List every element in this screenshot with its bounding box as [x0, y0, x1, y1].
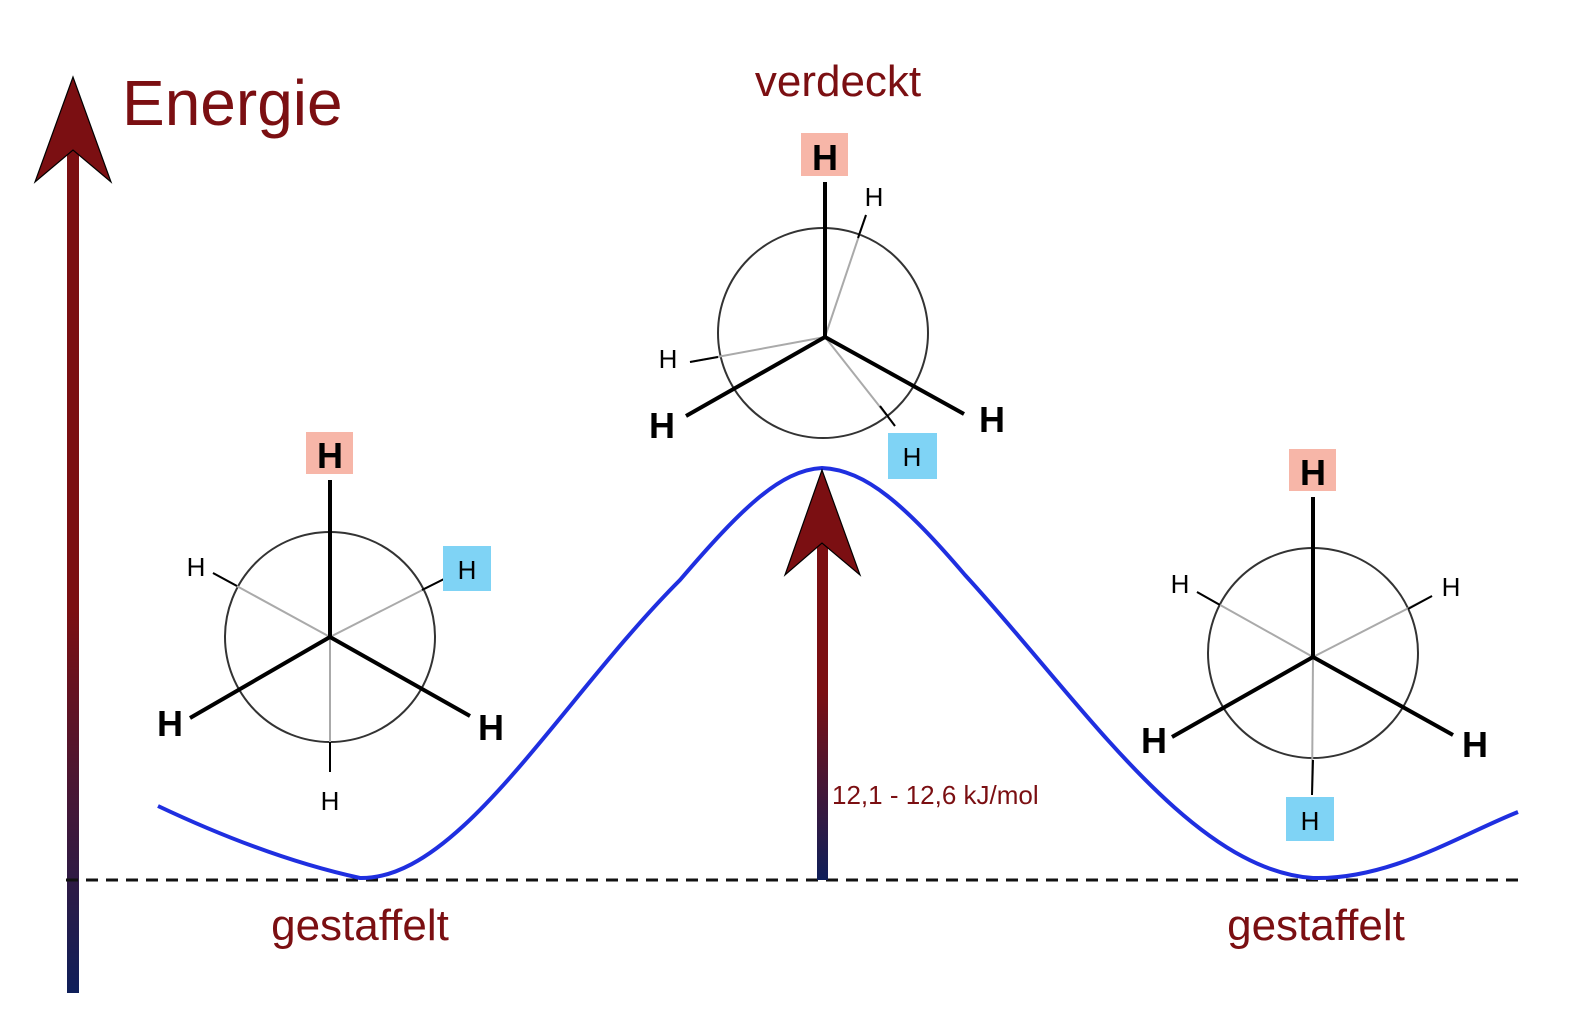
- barrier-arrow: [783, 468, 862, 880]
- hydrogen-atom: H: [1171, 569, 1190, 599]
- back-hydrogen-highlight: [1286, 797, 1334, 841]
- eclipsed-label: verdeckt: [755, 57, 921, 106]
- hydrogen-atom: H: [1141, 720, 1167, 761]
- staggered-label-left: gestaffelt: [271, 901, 449, 950]
- axis-title: Energie: [122, 67, 343, 139]
- front-hydrogen-highlight: [306, 432, 353, 474]
- staggered-label-right: gestaffelt: [1227, 901, 1405, 950]
- hydrogen-atom: H: [187, 552, 206, 582]
- hydrogen-atom: H: [903, 442, 922, 472]
- energy-axis-arrow: [33, 75, 113, 993]
- hydrogen-atom: H: [1301, 806, 1320, 836]
- front-hydrogen-highlight: [1289, 449, 1336, 491]
- hydrogen-atom: H: [317, 435, 343, 476]
- hydrogen-atom: H: [812, 137, 838, 178]
- hydrogen-atom: H: [458, 555, 477, 585]
- hydrogen-atom: H: [659, 344, 678, 374]
- hydrogen-atom: H: [1462, 724, 1488, 765]
- energy-curve: [157, 465, 1519, 881]
- barrier-energy-label: 12,1 - 12,6 kJ/mol: [832, 780, 1039, 810]
- newman-staggered-left: H H H H H H: [157, 432, 504, 816]
- front-hydrogen-highlight: [801, 133, 848, 176]
- hydrogen-atom: H: [865, 182, 884, 212]
- hydrogen-atom: H: [478, 707, 504, 748]
- back-hydrogen-highlight: [888, 433, 937, 479]
- newman-staggered-right: H H H H H H: [1141, 449, 1488, 841]
- hydrogen-atom: H: [157, 703, 183, 744]
- hydrogen-atom: H: [979, 399, 1005, 440]
- hydrogen-atom: H: [1442, 572, 1461, 602]
- hydrogen-atom: H: [649, 405, 675, 446]
- newman-eclipsed-top: H H H H H H: [649, 133, 1005, 479]
- hydrogen-atom: H: [321, 786, 340, 816]
- hydrogen-atom: H: [1300, 452, 1326, 493]
- back-hydrogen-highlight: [443, 546, 491, 591]
